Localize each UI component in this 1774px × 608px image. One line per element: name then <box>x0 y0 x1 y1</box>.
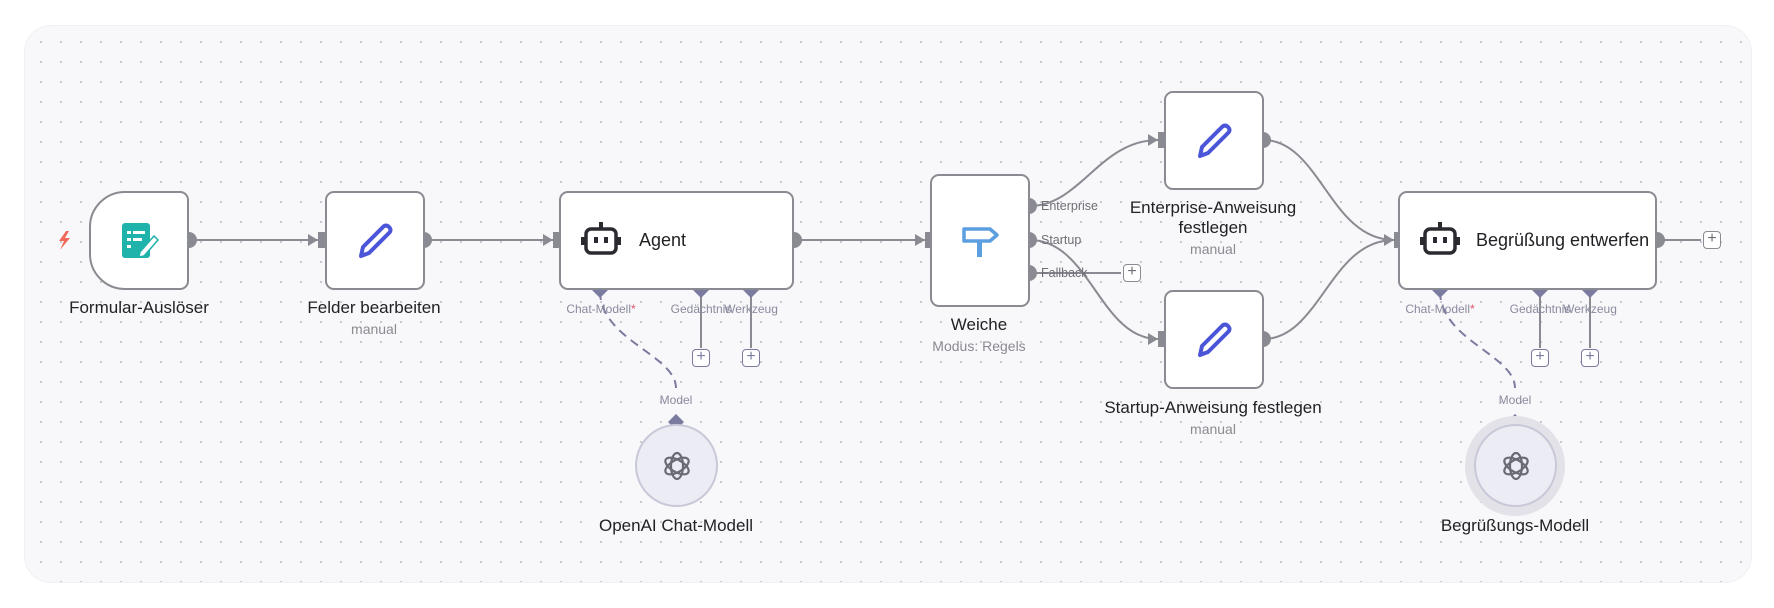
add-memory-button[interactable]: + <box>692 349 710 367</box>
node-switch[interactable] <box>930 174 1030 307</box>
switch-output-startup-label: Startup <box>1041 233 1082 247</box>
agent-port-tool-label: Werkzeug <box>724 302 778 316</box>
node-openai-chat-model[interactable] <box>635 424 718 507</box>
greeting-agent-label: Begrüßung entwerfen <box>1476 230 1650 250</box>
pencil-icon <box>1166 93 1262 188</box>
node-title-openai-chat-model: OpenAI Chat-Modell <box>598 516 754 535</box>
node-edit-fields[interactable] <box>325 191 425 290</box>
node-title-enterprise-set-line1: Enterprise-Anweisung <box>1129 198 1297 217</box>
node-subtitle-edit-fields: manual <box>351 321 397 337</box>
add-greeting-tool-button[interactable]: + <box>1581 349 1599 367</box>
agent-port-chat-model-label: Chat-Modell* <box>566 302 636 316</box>
form-icon <box>91 193 187 288</box>
robot-icon <box>1420 218 1460 262</box>
greeting-port-chat-model-label: Chat-Modell* <box>1405 302 1475 316</box>
lightning-bolt-icon <box>59 231 70 250</box>
edge-switch-enterprise <box>1029 139 1159 207</box>
add-greeting-memory-button[interactable]: + <box>1531 349 1549 367</box>
node-startup-set[interactable] <box>1164 290 1264 389</box>
input-port-switch <box>925 232 934 248</box>
add-fallback-node-button[interactable]: + <box>1123 264 1141 282</box>
edge-agent-chat-model <box>599 290 677 389</box>
node-form-trigger[interactable] <box>89 191 189 290</box>
node-greeting-agent[interactable]: Begrüßung entwerfen <box>1398 191 1657 290</box>
input-port-enterprise <box>1158 132 1167 148</box>
node-title-switch: Weiche <box>950 315 1008 334</box>
workflow-canvas[interactable] <box>25 26 1751 582</box>
node-subtitle-startup-set: manual <box>1190 421 1236 437</box>
edge-startup-to-greeting <box>1262 239 1395 340</box>
node-subtitle-enterprise-set: manual <box>1190 241 1236 257</box>
node-title-enterprise-set-line2: festlegen <box>1178 218 1248 237</box>
add-tool-button[interactable]: + <box>742 349 760 367</box>
greeting-port-tool-label: Werkzeug <box>1563 302 1617 316</box>
greeting-model-port-label: Model <box>1498 393 1532 407</box>
agent-label: Agent <box>639 230 687 250</box>
node-agent[interactable]: Agent <box>559 191 794 290</box>
openai-logo-icon <box>1476 426 1555 505</box>
robot-icon <box>581 218 621 262</box>
switch-output-fallback-label: Fallback <box>1041 266 1088 280</box>
openai-model-port-label: Model <box>659 393 693 407</box>
agent-port-memory-label: Gedächtnis <box>670 302 732 316</box>
switch-output-enterprise-label: Enterprise <box>1041 199 1098 213</box>
signpost-icon <box>932 176 1028 305</box>
pencil-icon <box>327 193 423 288</box>
openai-logo-icon <box>637 426 716 505</box>
input-port-agent <box>553 232 562 248</box>
pencil-icon <box>1166 292 1262 387</box>
add-next-node-button[interactable]: + <box>1703 231 1721 249</box>
edge-greeting-chat-model <box>1439 290 1516 389</box>
node-subtitle-switch: Modus: Regels <box>932 338 1026 354</box>
edge-switch-startup <box>1029 239 1159 340</box>
edge-enterprise-to-greeting <box>1262 139 1395 241</box>
greeting-port-memory-label: Gedächtnis <box>1509 302 1571 316</box>
node-enterprise-set[interactable] <box>1164 91 1264 190</box>
node-title-form-trigger: Formular-Auslöser <box>69 298 209 317</box>
input-port-fields <box>318 232 327 248</box>
input-port-startup <box>1158 331 1167 347</box>
node-greeting-model[interactable] <box>1474 424 1557 507</box>
node-title-edit-fields: Felder bearbeiten <box>307 298 441 317</box>
node-title-startup-set: Startup-Anweisung festlegen <box>1104 398 1322 417</box>
node-title-greeting-model: Begrüßungs-Modell <box>1440 516 1590 535</box>
